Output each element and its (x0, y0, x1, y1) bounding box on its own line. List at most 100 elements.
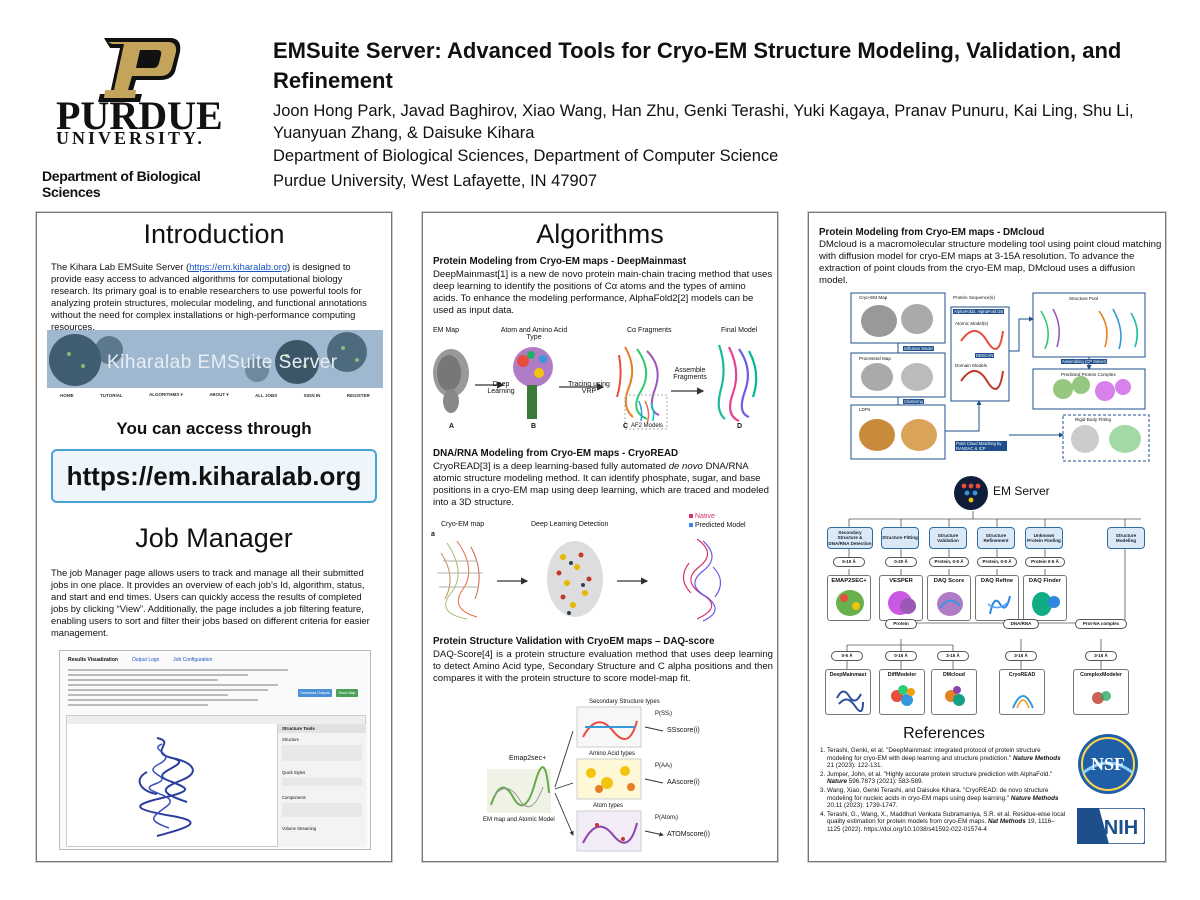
dmc-label-structure-pool: Structure Pool (1069, 296, 1099, 301)
ems-tool-vesper[interactable]: VESPER (879, 575, 923, 621)
cr-label-dl-detection: Deep Learning Detection (531, 521, 609, 528)
references-title: References (903, 725, 985, 742)
ems-group-protein: Protein (885, 619, 917, 629)
banner-nav-tutorial[interactable]: TUTORIAL (100, 392, 123, 398)
dmc-label-cryoem-map: Cryo-EM Map (859, 295, 888, 300)
ems-range-daq-refine: Protein, 0-5 Å (977, 557, 1017, 567)
ems-tool-deepmainmast[interactable]: DeepMainmast (825, 669, 871, 715)
intro-server-link[interactable]: https://em.kiharalab.org (189, 261, 288, 272)
dm-label-c: C (623, 423, 629, 430)
daq-label-paa: P(AAᵢ) (655, 763, 672, 769)
ems-tool-complexmodeler-label: ComplexModeler (1080, 672, 1122, 678)
dm-label-assemble: Assemble Fragments (673, 367, 707, 381)
vesper-thumb (888, 591, 916, 615)
ems-tool-deepmainmast-label: DeepMainmast (829, 672, 867, 678)
dm-label-af2-models: AF2 Models (631, 423, 664, 429)
ref-2-journal: Nature (827, 778, 847, 786)
cryoread-thumb (1012, 695, 1034, 709)
cryoread-figure: Cryo-EM map Deep Learning Detection Nati… (427, 513, 775, 623)
daq-label-aa-types: Amino Acid types (589, 751, 636, 757)
dmc-label-assembling: Assembling (CP Solver) (1061, 359, 1108, 364)
nih-logo: NIH (1077, 808, 1145, 844)
daqscore-figure: Secondary Structure types P(SSᵢ) SSscore… (427, 697, 775, 859)
ref-4-post: 19, 1116–1125 (2022). https://doi.org/10… (827, 818, 1055, 833)
ems-cat-structure-modeling[interactable]: Structure Modeling (1107, 527, 1145, 549)
ems-tool-daq-refine[interactable]: DAQ Refine (975, 575, 1019, 621)
em-server-title: EM Server (993, 484, 1050, 498)
ems-tool-daq-finder-label: DAQ Finder (1028, 578, 1062, 584)
banner-nav-all-jobs[interactable]: ALL JOBS (255, 392, 278, 398)
jm-download-button[interactable]: Download Outputs (298, 689, 332, 697)
server-banner-image: Kiharalab EMSuite Server HOME TUTORIAL A… (47, 330, 383, 402)
access-url-box[interactable]: https://em.kiharalab.org (51, 449, 377, 503)
jm-tab-bar: Results Visualization Output Logs Job Co… (68, 657, 212, 663)
jm-panel-volume-streaming[interactable]: Volume Streaming (282, 826, 317, 831)
dm-label-deep-learning: Deep Learning (487, 381, 515, 395)
daq-label-pss: P(SSᵢ) (655, 711, 672, 717)
deepmainmast-diagram (433, 344, 758, 430)
jm-tab-config[interactable]: Job Configuration (173, 657, 213, 663)
jm-tab-logs[interactable]: Output Logs (131, 657, 160, 663)
jm-panel-structure[interactable]: Structure (282, 737, 299, 742)
dmc-label-rigid-body: Rigid Body Fitting (1075, 417, 1112, 422)
ems-tool-emap2sec-label: EMAP2SEC+ (831, 578, 867, 584)
ems-cat-unknown-protein[interactable]: Unknown Protein Finding (1025, 527, 1063, 549)
ems-cat-secondary-structure[interactable]: Secondary Structure & DNA/RNA Detection (827, 527, 873, 549)
predicted-legend-swatch (689, 523, 693, 527)
ems-range-vesper: 0-20 Å (885, 557, 917, 567)
ems-cat-structure-fitting[interactable]: Structure Fitting (881, 527, 919, 549)
ems-range-diffmodeler: 0-15 Å (885, 651, 917, 661)
ref-3-text: Wang, Xiao, Genki Terashi, and Daisuke K… (827, 786, 1049, 802)
cryoread-text-pre: CryoREAD[3] is a deep learning-based ful… (433, 461, 669, 472)
ems-cat-structure-validation[interactable]: Structure Validation (929, 527, 967, 549)
ref-4-text: Terashi, G., Wang, X., Maddhuri Venkata … (827, 810, 1066, 826)
daq-score-thumb (937, 592, 963, 616)
dmc-label-clustering: Clustering (903, 399, 924, 404)
ems-tool-daq-refine-label: DAQ Refine (980, 578, 1014, 584)
ems-range-complexmodeler: 3-15 Å (1085, 651, 1117, 661)
banner-nav-home[interactable]: HOME (60, 392, 74, 398)
dm-label-b: B (531, 423, 537, 430)
banner-nav-sign-in[interactable]: SIGN IN (303, 392, 321, 398)
ems-cat-structure-refinement[interactable]: Structure Refinement (977, 527, 1015, 549)
cryoread-text-post: DNA/RNA atomic structure modeling method… (433, 461, 769, 508)
dmc-label-diffusion: Diffusion Model (903, 346, 934, 351)
banner-nav-bar: HOME TUTORIAL ALGORITHMS ▾ ABOUT ▾ ALL J… (47, 388, 383, 402)
banner-nav-algorithms[interactable]: ALGORITHMS ▾ (149, 392, 183, 397)
ref-1-journal: Nature Methods (1013, 754, 1061, 762)
ems-tool-cryoread[interactable]: CryoREAD (999, 669, 1045, 715)
ems-tool-daq-score[interactable]: DAQ Score (927, 575, 971, 621)
cr-label-native: Native (689, 513, 715, 520)
deepmainmast-thumb (836, 690, 864, 712)
daq-finder-thumb (1032, 592, 1060, 616)
dm-label-tracing: Tracing using VRP (568, 381, 610, 395)
jm-panel-quick-styles[interactable]: Quick Styles (282, 770, 306, 775)
banner-nav-about[interactable]: ABOUT ▾ (209, 392, 229, 397)
purdue-wordmark: PURDUE (56, 93, 223, 138)
deepmainmast-figure: EM Map Atom and Amino Acid Type Cα Fragm… (427, 323, 775, 433)
jm-structure-tools-panel: Structure Tools Structure Quick Styles C… (277, 724, 366, 847)
dmc-label-ldps: LDPs (859, 407, 871, 412)
em-server-diagram: EM Server Secondary Structure & DNA/RNA … (825, 471, 1161, 723)
complexmodeler-thumb (1092, 691, 1111, 704)
ems-tool-dmcloud[interactable]: DMcloud (931, 669, 977, 715)
university-wordmark: UNIVERSITY. (56, 128, 205, 148)
ems-tool-diffmodeler[interactable]: DiffModeler (879, 669, 925, 715)
jm-tab-results[interactable]: Results Visualization (68, 657, 118, 663)
banner-nav-register[interactable]: REGISTER (346, 392, 370, 398)
daq-label-emap2sec: Emap2sec+ (509, 755, 547, 762)
affiliation-university: Purdue University, West Lafayette, IN 47… (273, 172, 598, 190)
ems-tool-vesper-label: VESPER (889, 578, 913, 584)
jm-viewer[interactable]: Structure Tools Structure Quick Styles C… (66, 715, 366, 847)
nsf-logo-text: NSF (1091, 754, 1125, 774)
ems-tool-complexmodeler[interactable]: ComplexModeler (1073, 669, 1129, 715)
jm-show-map-button[interactable]: Show Map (336, 689, 358, 697)
daqscore-text: DAQ-Score[4] is a protein structure eval… (433, 649, 773, 684)
ems-tool-daq-finder[interactable]: DAQ Finder (1023, 575, 1067, 621)
ems-group-prot-na: Prot-NA complex (1075, 619, 1127, 629)
ref-4-journal: Nat Methods (987, 818, 1026, 826)
ems-tool-emap2sec[interactable]: EMAP2SEC+ (827, 575, 871, 621)
jm-panel-components[interactable]: Components (282, 795, 306, 800)
dmc-label-alphafold: AlphaFold2, AlphaFold DB (953, 309, 1005, 314)
native-legend-swatch (689, 514, 693, 518)
